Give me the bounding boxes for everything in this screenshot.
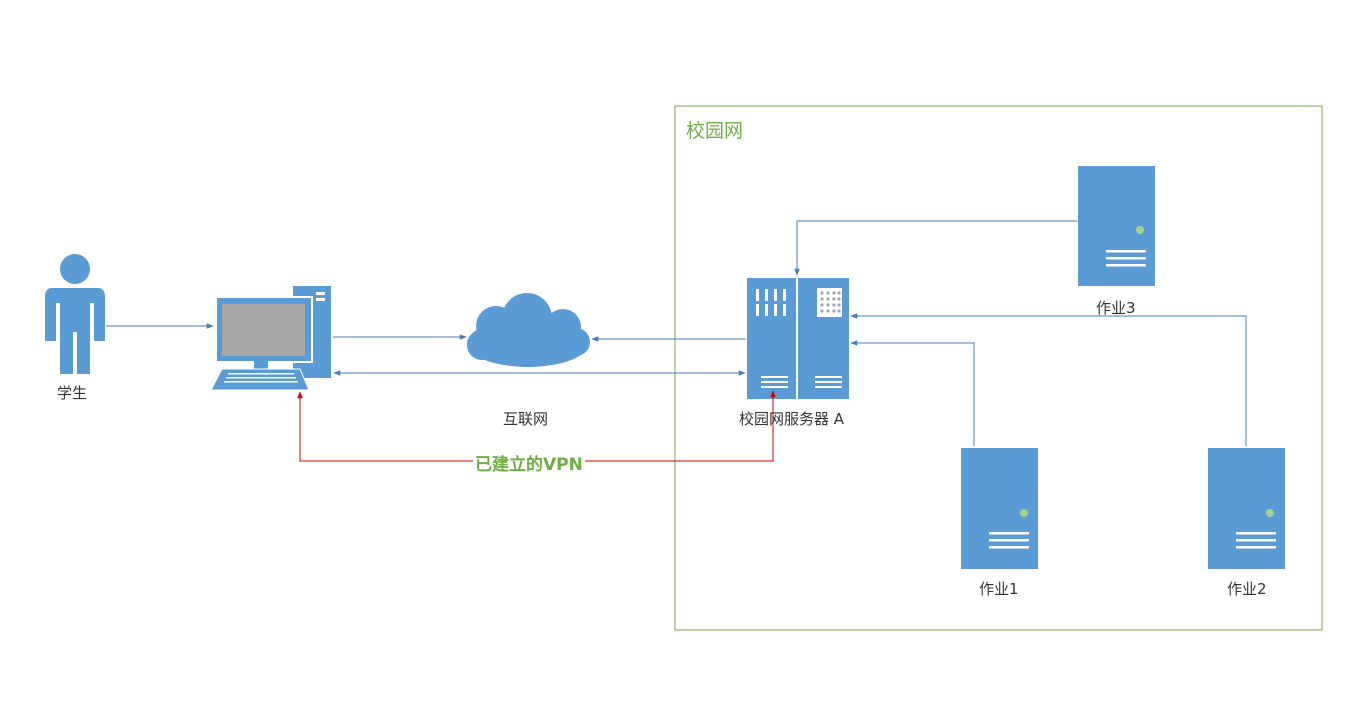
job-1-label: 作业1	[979, 580, 1019, 598]
cloud-icon	[467, 293, 590, 367]
job-server-2-icon	[1208, 448, 1285, 569]
job-2-label: 作业2	[1227, 580, 1267, 598]
connector-job2-to-server	[850, 313, 1247, 446]
person-icon	[45, 254, 105, 374]
campus-network-boundary	[674, 105, 1323, 631]
server-rack-icon	[747, 278, 849, 399]
campus-network-title: 校园网	[686, 120, 744, 142]
job-server-3-icon	[1078, 166, 1155, 286]
job-server-1-icon	[961, 448, 1038, 569]
computer-icon	[210, 286, 331, 391]
job-3-label: 作业3	[1096, 299, 1136, 317]
internet-label: 互联网	[503, 410, 549, 428]
vpn-label: 已建立的VPN	[473, 450, 585, 475]
student-label: 学生	[57, 384, 88, 402]
connector-job3-to-server	[794, 220, 1077, 276]
server-a-label: 校园网服务器 A	[739, 410, 845, 428]
connector-job1-to-server	[850, 340, 975, 446]
